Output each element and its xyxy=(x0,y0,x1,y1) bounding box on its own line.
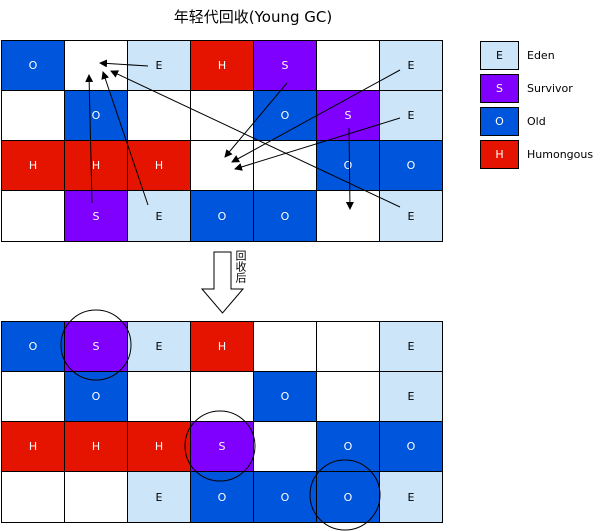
region-eden: E xyxy=(379,190,443,242)
region-old: O xyxy=(379,421,443,472)
region-free xyxy=(1,190,65,242)
region-old: O xyxy=(190,190,254,242)
legend-swatch: S xyxy=(480,74,519,103)
region-survivor: S xyxy=(253,40,317,91)
region-eden: E xyxy=(379,321,443,372)
region-free xyxy=(127,90,191,141)
region-humongous: H xyxy=(127,140,191,191)
region-old: O xyxy=(64,90,128,141)
legend-label: Humongous xyxy=(527,148,594,161)
region-humongous: H xyxy=(64,421,128,472)
region-humongous: H xyxy=(1,421,65,472)
region-eden: E xyxy=(379,471,443,523)
region-survivor: S xyxy=(64,190,128,242)
legend-item-humongous: H Humongous xyxy=(480,140,600,170)
diagram-title: 年轻代回收(Young GC) xyxy=(173,8,333,26)
region-free xyxy=(190,371,254,422)
region-humongous: H xyxy=(190,40,254,91)
legend-item-eden: E Eden xyxy=(480,41,600,71)
region-old: O xyxy=(253,471,317,523)
region-free xyxy=(316,321,380,372)
legend-label: Eden xyxy=(527,49,555,62)
region-humongous: H xyxy=(1,140,65,191)
region-free xyxy=(316,371,380,422)
region-old: O xyxy=(253,371,317,422)
region-eden: E xyxy=(127,190,191,242)
region-free xyxy=(316,190,380,242)
region-old: O xyxy=(64,371,128,422)
region-free xyxy=(190,90,254,141)
legend-swatch: H xyxy=(480,140,519,169)
region-free xyxy=(127,371,191,422)
region-old: O xyxy=(379,140,443,191)
region-free xyxy=(253,140,317,191)
region-old: O xyxy=(316,471,380,523)
legend-swatch: O xyxy=(480,107,519,136)
transition-label: 回收后 xyxy=(234,250,247,283)
region-old: O xyxy=(190,471,254,523)
region-old: O xyxy=(253,90,317,141)
region-eden: E xyxy=(379,40,443,91)
region-old: O xyxy=(316,140,380,191)
legend-label: Old xyxy=(527,115,546,128)
region-eden: E xyxy=(127,321,191,372)
region-old: O xyxy=(1,321,65,372)
legend-item-old: O Old xyxy=(480,107,600,137)
region-eden: E xyxy=(379,371,443,422)
region-free xyxy=(190,140,254,191)
region-eden: E xyxy=(127,471,191,523)
region-free xyxy=(64,40,128,91)
region-humongous: H xyxy=(64,140,128,191)
region-free xyxy=(1,471,65,523)
region-humongous: H xyxy=(127,421,191,472)
region-free xyxy=(64,471,128,523)
region-survivor: S xyxy=(64,321,128,372)
legend-item-survivor: S Survivor xyxy=(480,74,600,104)
region-eden: E xyxy=(379,90,443,141)
region-old: O xyxy=(316,421,380,472)
region-old: O xyxy=(1,40,65,91)
region-free xyxy=(253,321,317,372)
region-free xyxy=(1,371,65,422)
region-free xyxy=(253,421,317,472)
region-survivor: S xyxy=(190,421,254,472)
region-old: O xyxy=(253,190,317,242)
region-free xyxy=(316,40,380,91)
region-survivor: S xyxy=(316,90,380,141)
region-free xyxy=(1,90,65,141)
region-eden: E xyxy=(127,40,191,91)
legend-swatch: E xyxy=(480,41,519,70)
legend-label: Survivor xyxy=(527,82,573,95)
region-humongous: H xyxy=(190,321,254,372)
